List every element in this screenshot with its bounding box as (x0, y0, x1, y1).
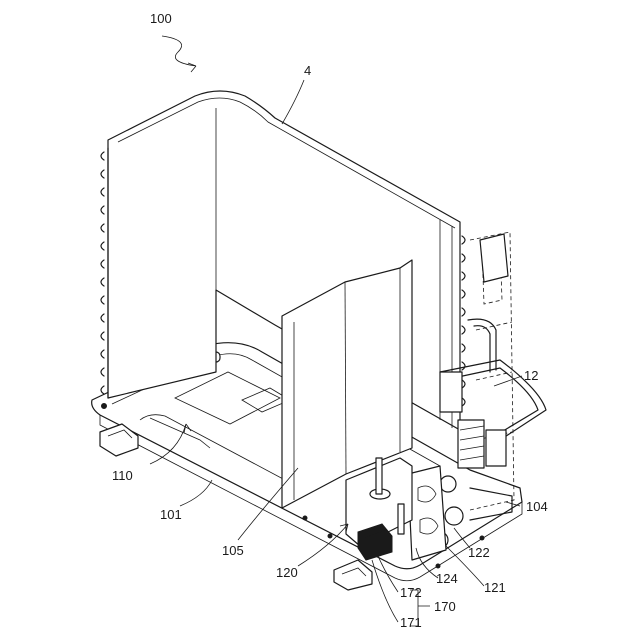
leader-12 (494, 376, 522, 386)
label-121: 121 (484, 580, 506, 595)
label-100: 100 (150, 11, 172, 26)
leader-100 (162, 36, 196, 66)
leader-171 (372, 560, 398, 622)
leader-101 (180, 480, 212, 506)
label-110: 110 (112, 468, 133, 483)
label-4: 4 (304, 63, 311, 78)
coil-bends-left (101, 148, 108, 398)
label-172: 172 (400, 585, 422, 600)
leader-4 (282, 80, 304, 124)
label-171: 171 (400, 615, 422, 630)
label-104: 104 (526, 499, 548, 514)
label-101: 101 (160, 507, 182, 522)
label-170: 170 (434, 599, 456, 614)
label-105: 105 (222, 543, 244, 558)
label-124: 124 (436, 571, 458, 586)
foot-front (334, 560, 372, 590)
label-120: 120 (276, 565, 298, 580)
label-12: 12 (524, 368, 538, 383)
label-122: 122 (468, 545, 490, 560)
